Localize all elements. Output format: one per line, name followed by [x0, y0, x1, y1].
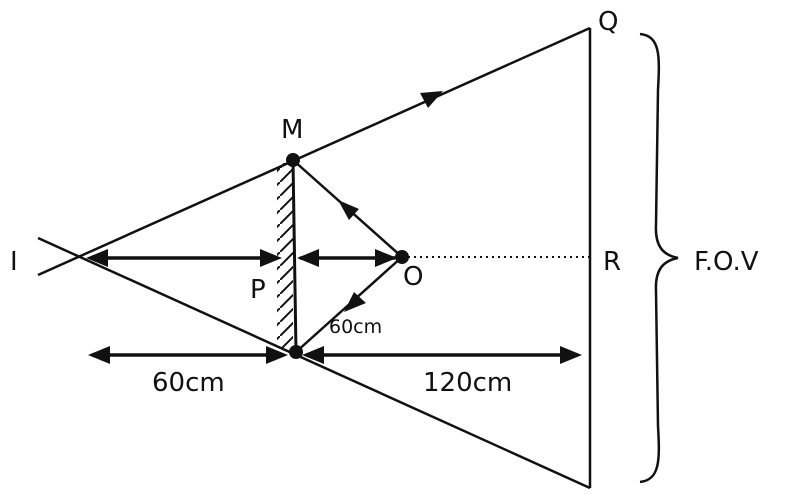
label-120cm: 120cm	[423, 368, 512, 398]
label-object-distance: 60cm	[329, 316, 382, 338]
point-lower-edge	[289, 345, 303, 359]
label-m: M	[281, 115, 303, 145]
upper-ray-arrowhead	[420, 91, 443, 108]
dim-60cm-arrow-right	[266, 346, 288, 364]
dim-i-to-p-arrow-left	[86, 249, 108, 267]
dim-i-to-p-arrow-right	[260, 249, 282, 267]
label-q: Q	[598, 7, 618, 37]
fov-brace	[639, 32, 679, 484]
dim-60cm-arrow-left	[88, 346, 110, 364]
plane-mirror	[291, 159, 298, 353]
dim-120cm-arrow-left	[302, 346, 324, 364]
ray-o-lower-arrowhead	[344, 292, 366, 312]
upper-ray	[37, 26, 591, 277]
mirror-hatching	[277, 163, 293, 349]
dim-120cm-arrow-right	[560, 346, 582, 364]
point-m	[286, 153, 300, 167]
label-o: O	[403, 262, 423, 292]
label-i: I	[10, 247, 18, 277]
dim-p-to-o-arrow-right	[375, 249, 397, 267]
label-60cm: 60cm	[152, 368, 225, 398]
label-p: P	[250, 275, 266, 305]
ray-om-arrowhead	[338, 200, 359, 220]
label-r: R	[603, 247, 621, 277]
point-o	[395, 250, 409, 264]
lower-ray	[37, 236, 591, 490]
label-fov: F.O.V	[694, 247, 759, 277]
dim-p-to-o-arrow-left	[297, 249, 319, 267]
